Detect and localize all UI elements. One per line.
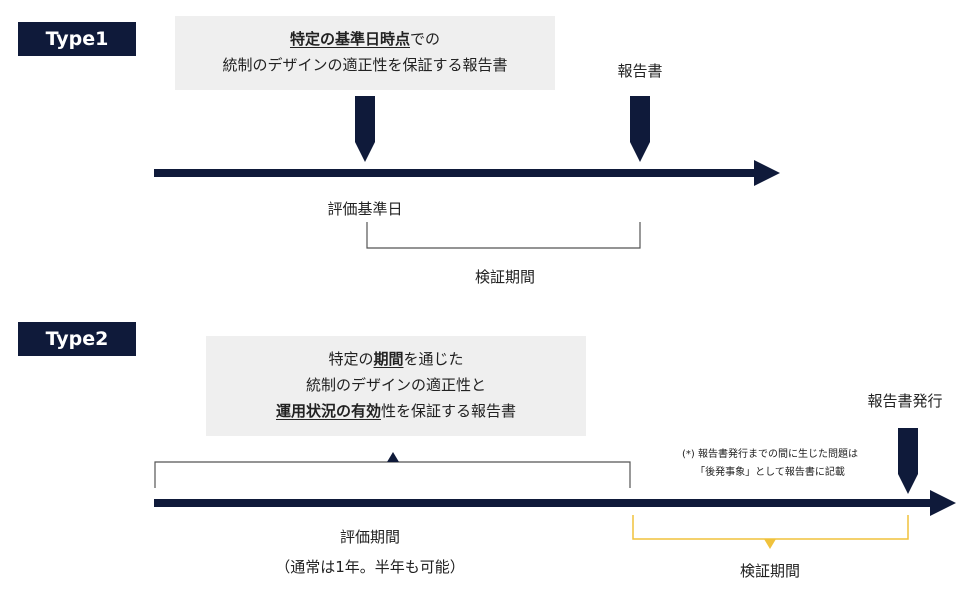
type2-verify-period-pointer <box>764 539 776 549</box>
type1-description-line1-rest: での <box>410 30 441 48</box>
type2-description-box: 特定の期間を通じた 統制のデザインの適正性と 運用状況の有効性を保証する報告書 <box>206 336 586 436</box>
type1-description-emphasis: 特定の基準日時点 <box>289 30 410 48</box>
type2-description-line1-pre: 特定の <box>328 350 374 368</box>
type2-description-line3: 運用状況の有効性を保証する報告書 <box>206 398 586 424</box>
type2-description-line1-rest: を通じた <box>403 350 464 368</box>
type2-subsequent-events-line2: 「後発事象」として報告書に記載 <box>695 467 845 478</box>
type1-timeline-arrowhead <box>754 160 780 186</box>
type2-eval-period-pointer <box>387 452 399 462</box>
type2-description-emphasis2: 運用状況の有効 <box>275 402 381 420</box>
type2-badge: Type2 <box>18 322 136 356</box>
type2-eval-period-bracket <box>154 452 631 488</box>
type2-description-line3-rest: 性を保証する報告書 <box>381 402 517 420</box>
type1-description-box: 特定の基準日時点での 統制のデザインの適正性を保証する報告書 <box>175 16 555 90</box>
type1-timeline <box>154 169 758 177</box>
type1-verify-period-bracket <box>366 222 641 249</box>
type1-eval-date-label: 評価基準日 <box>327 200 403 218</box>
type2-report-issue-marker <box>898 428 918 494</box>
type2-timeline <box>154 499 934 507</box>
type2-verify-period-label: 検証期間 <box>739 562 800 580</box>
type2-report-issue-label: 報告書発行 <box>867 392 943 410</box>
type1-verify-period-label: 検証期間 <box>474 268 535 286</box>
type1-description-line2: 統制のデザインの適正性を保証する報告書 <box>222 56 508 74</box>
type1-eval-date-marker <box>355 96 375 162</box>
type2-eval-period-note: （通常は1年。半年も可能） <box>275 558 465 576</box>
type2-badge-label: Type2 <box>45 328 109 350</box>
type1-badge: Type1 <box>18 22 136 56</box>
type2-description-line1: 特定の期間を通じた <box>206 346 586 372</box>
type2-description-line2: 統制のデザインの適正性と <box>305 376 486 394</box>
type2-eval-period-label: 評価期間 <box>339 528 400 546</box>
type2-subsequent-events-note: (*) 報告書発行までの間に生じた問題は 「後発事象」として報告書に記載 <box>650 446 890 482</box>
type2-timeline-arrowhead <box>930 490 956 516</box>
type1-description-line1: 特定の基準日時点での <box>175 26 555 52</box>
type2-description-emphasis1: 期間 <box>373 350 404 368</box>
type1-badge-label: Type1 <box>45 28 109 50</box>
type1-report-label: 報告書 <box>617 62 663 80</box>
type2-subsequent-events-line1: (*) 報告書発行までの間に生じた問題は <box>682 449 858 460</box>
type1-report-marker <box>630 96 650 162</box>
type2-verify-period-bracket <box>632 515 909 549</box>
